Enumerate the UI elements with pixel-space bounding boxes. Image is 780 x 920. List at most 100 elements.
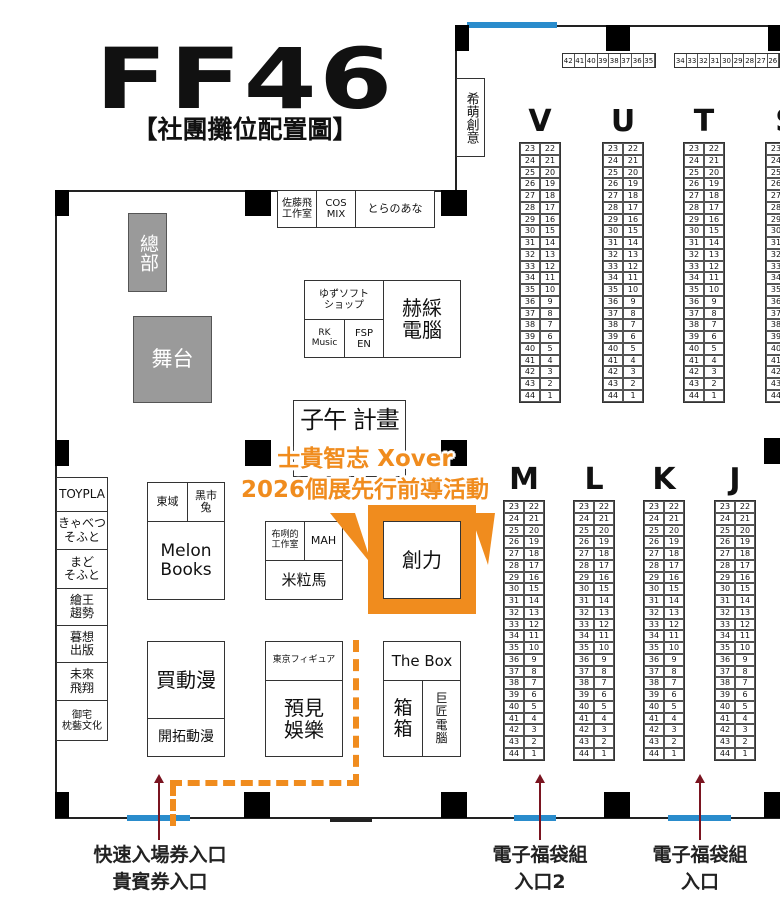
- booth-chuangli[interactable]: 創力: [383, 521, 461, 599]
- booth-cell[interactable]: 16: [524, 571, 544, 584]
- booth-cell[interactable]: 30: [715, 583, 735, 595]
- booth-maidongman[interactable]: 買動漫: [147, 641, 225, 719]
- booth-cell[interactable]: 37: [603, 307, 623, 320]
- booth-cell[interactable]: 26: [520, 178, 540, 190]
- booth-cell[interactable]: 43: [766, 378, 780, 390]
- booth-cell[interactable]: 16: [704, 213, 724, 226]
- booth-cell[interactable]: 24: [644, 512, 664, 525]
- booth-cell[interactable]: 33: [520, 260, 540, 273]
- booth-cell[interactable]: 13: [623, 248, 643, 261]
- booth-cell[interactable]: 14: [623, 237, 643, 249]
- booth-cell[interactable]: 22: [623, 143, 643, 155]
- booth-buliede[interactable]: 布咧的 工作室: [265, 521, 305, 561]
- booth-cell[interactable]: 36: [644, 653, 664, 666]
- booth-cell[interactable]: 21: [623, 154, 643, 167]
- booth-cell[interactable]: 11: [704, 272, 724, 284]
- booth-cell[interactable]: 41: [575, 54, 586, 67]
- booth-cell[interactable]: 12: [735, 618, 755, 631]
- booth-cell[interactable]: 22: [735, 501, 755, 513]
- booth-cell[interactable]: 19: [704, 178, 724, 190]
- booth-cell[interactable]: 1: [704, 389, 724, 402]
- booth-cell[interactable]: 40: [603, 342, 623, 355]
- booth-cell[interactable]: 4: [735, 712, 755, 725]
- booth-cell[interactable]: 30: [574, 583, 594, 595]
- booth-cell[interactable]: 9: [664, 653, 684, 666]
- booth-kaituo[interactable]: 開拓動漫: [147, 718, 225, 757]
- booth-cell[interactable]: 28: [574, 559, 594, 572]
- booth-cell[interactable]: 31: [766, 237, 780, 249]
- booth-cell[interactable]: 29: [504, 571, 524, 584]
- booth-cell[interactable]: 41: [504, 712, 524, 725]
- booth-cell[interactable]: 10: [735, 642, 755, 654]
- booth-cell[interactable]: 19: [735, 536, 755, 548]
- booth-cell[interactable]: 39: [603, 331, 623, 343]
- booth-cell[interactable]: 17: [594, 559, 614, 572]
- booth-cell[interactable]: 42: [574, 724, 594, 736]
- booth-cell[interactable]: 28: [684, 201, 704, 214]
- booth-cell[interactable]: 29: [684, 213, 704, 226]
- booth-cell[interactable]: 21: [704, 154, 724, 167]
- booth-cell[interactable]: 21: [594, 512, 614, 525]
- booth-cell[interactable]: 18: [735, 548, 755, 560]
- booth-cell[interactable]: 31: [715, 595, 735, 607]
- booth-cell[interactable]: 26: [766, 178, 780, 190]
- booth-cell[interactable]: 31: [684, 237, 704, 249]
- booth-cell[interactable]: 3: [594, 724, 614, 736]
- booth-cell[interactable]: 39: [574, 689, 594, 701]
- booth-left-wall[interactable]: 未來 飛翔: [56, 662, 108, 701]
- booth-cell[interactable]: 7: [594, 677, 614, 689]
- booth-cell[interactable]: 17: [704, 201, 724, 214]
- booth-cell[interactable]: 10: [704, 284, 724, 296]
- booth-cell[interactable]: 21: [524, 512, 544, 525]
- booth-cell[interactable]: 36: [504, 653, 524, 666]
- booth-cell[interactable]: 44: [504, 747, 524, 760]
- booth-cell[interactable]: 16: [540, 213, 560, 226]
- booth-cell[interactable]: 1: [540, 389, 560, 402]
- booth-cell[interactable]: 28: [644, 559, 664, 572]
- booth-cell[interactable]: 30: [721, 54, 733, 67]
- booth-cell[interactable]: 11: [524, 630, 544, 642]
- booth-cell[interactable]: 18: [623, 190, 643, 202]
- booth-cell[interactable]: 13: [540, 248, 560, 261]
- booth-cell[interactable]: 4: [704, 354, 724, 367]
- booth-cell[interactable]: 23: [504, 501, 524, 513]
- booth-cell[interactable]: 15: [540, 225, 560, 237]
- booth-cell[interactable]: 39: [715, 689, 735, 701]
- booth-cell[interactable]: 40: [644, 700, 664, 713]
- booth-cell[interactable]: 25: [574, 524, 594, 537]
- booth-cell[interactable]: 39: [520, 331, 540, 343]
- booth-cell[interactable]: 41: [715, 712, 735, 725]
- booth-cell[interactable]: 37: [684, 307, 704, 320]
- booth-cell[interactable]: 39: [598, 54, 609, 67]
- booth-heishitu[interactable]: 黑市 兔: [187, 482, 225, 522]
- booth-cell[interactable]: 14: [540, 237, 560, 249]
- booth-cell[interactable]: 13: [594, 606, 614, 619]
- booth-melon-books[interactable]: Melon Books: [147, 521, 225, 600]
- booth-cell[interactable]: 36: [684, 295, 704, 308]
- booth-cell[interactable]: 26: [504, 536, 524, 548]
- booth-ziwu[interactable]: 子午 計畫: [293, 400, 406, 477]
- booth-cell[interactable]: 21: [735, 512, 755, 525]
- booth-cell[interactable]: 42: [563, 54, 575, 67]
- booth-cell[interactable]: 21: [540, 154, 560, 167]
- booth-cell[interactable]: 36: [603, 295, 623, 308]
- booth-cell[interactable]: 35: [504, 642, 524, 654]
- booth-cell[interactable]: 36: [766, 295, 780, 308]
- booth-cell[interactable]: 32: [766, 248, 780, 261]
- booth-cell[interactable]: 25: [766, 166, 780, 179]
- booth-cell[interactable]: 3: [704, 366, 724, 378]
- booth-left-wall[interactable]: きゃべつ そふと: [56, 511, 108, 550]
- booth-cell[interactable]: 30: [644, 583, 664, 595]
- booth-cell[interactable]: 39: [644, 689, 664, 701]
- booth-cell[interactable]: 1: [664, 747, 684, 760]
- booth-cell[interactable]: 39: [766, 331, 780, 343]
- booth-cell[interactable]: 35: [603, 284, 623, 296]
- booth-cell[interactable]: 35: [644, 642, 664, 654]
- booth-cell[interactable]: 44: [766, 389, 780, 402]
- booth-cell[interactable]: 41: [574, 712, 594, 725]
- booth-cell[interactable]: 27: [715, 548, 735, 560]
- booth-cell[interactable]: 27: [520, 190, 540, 202]
- booth-cell[interactable]: 7: [664, 677, 684, 689]
- booth-cell[interactable]: 18: [594, 548, 614, 560]
- booth-cell[interactable]: 4: [594, 712, 614, 725]
